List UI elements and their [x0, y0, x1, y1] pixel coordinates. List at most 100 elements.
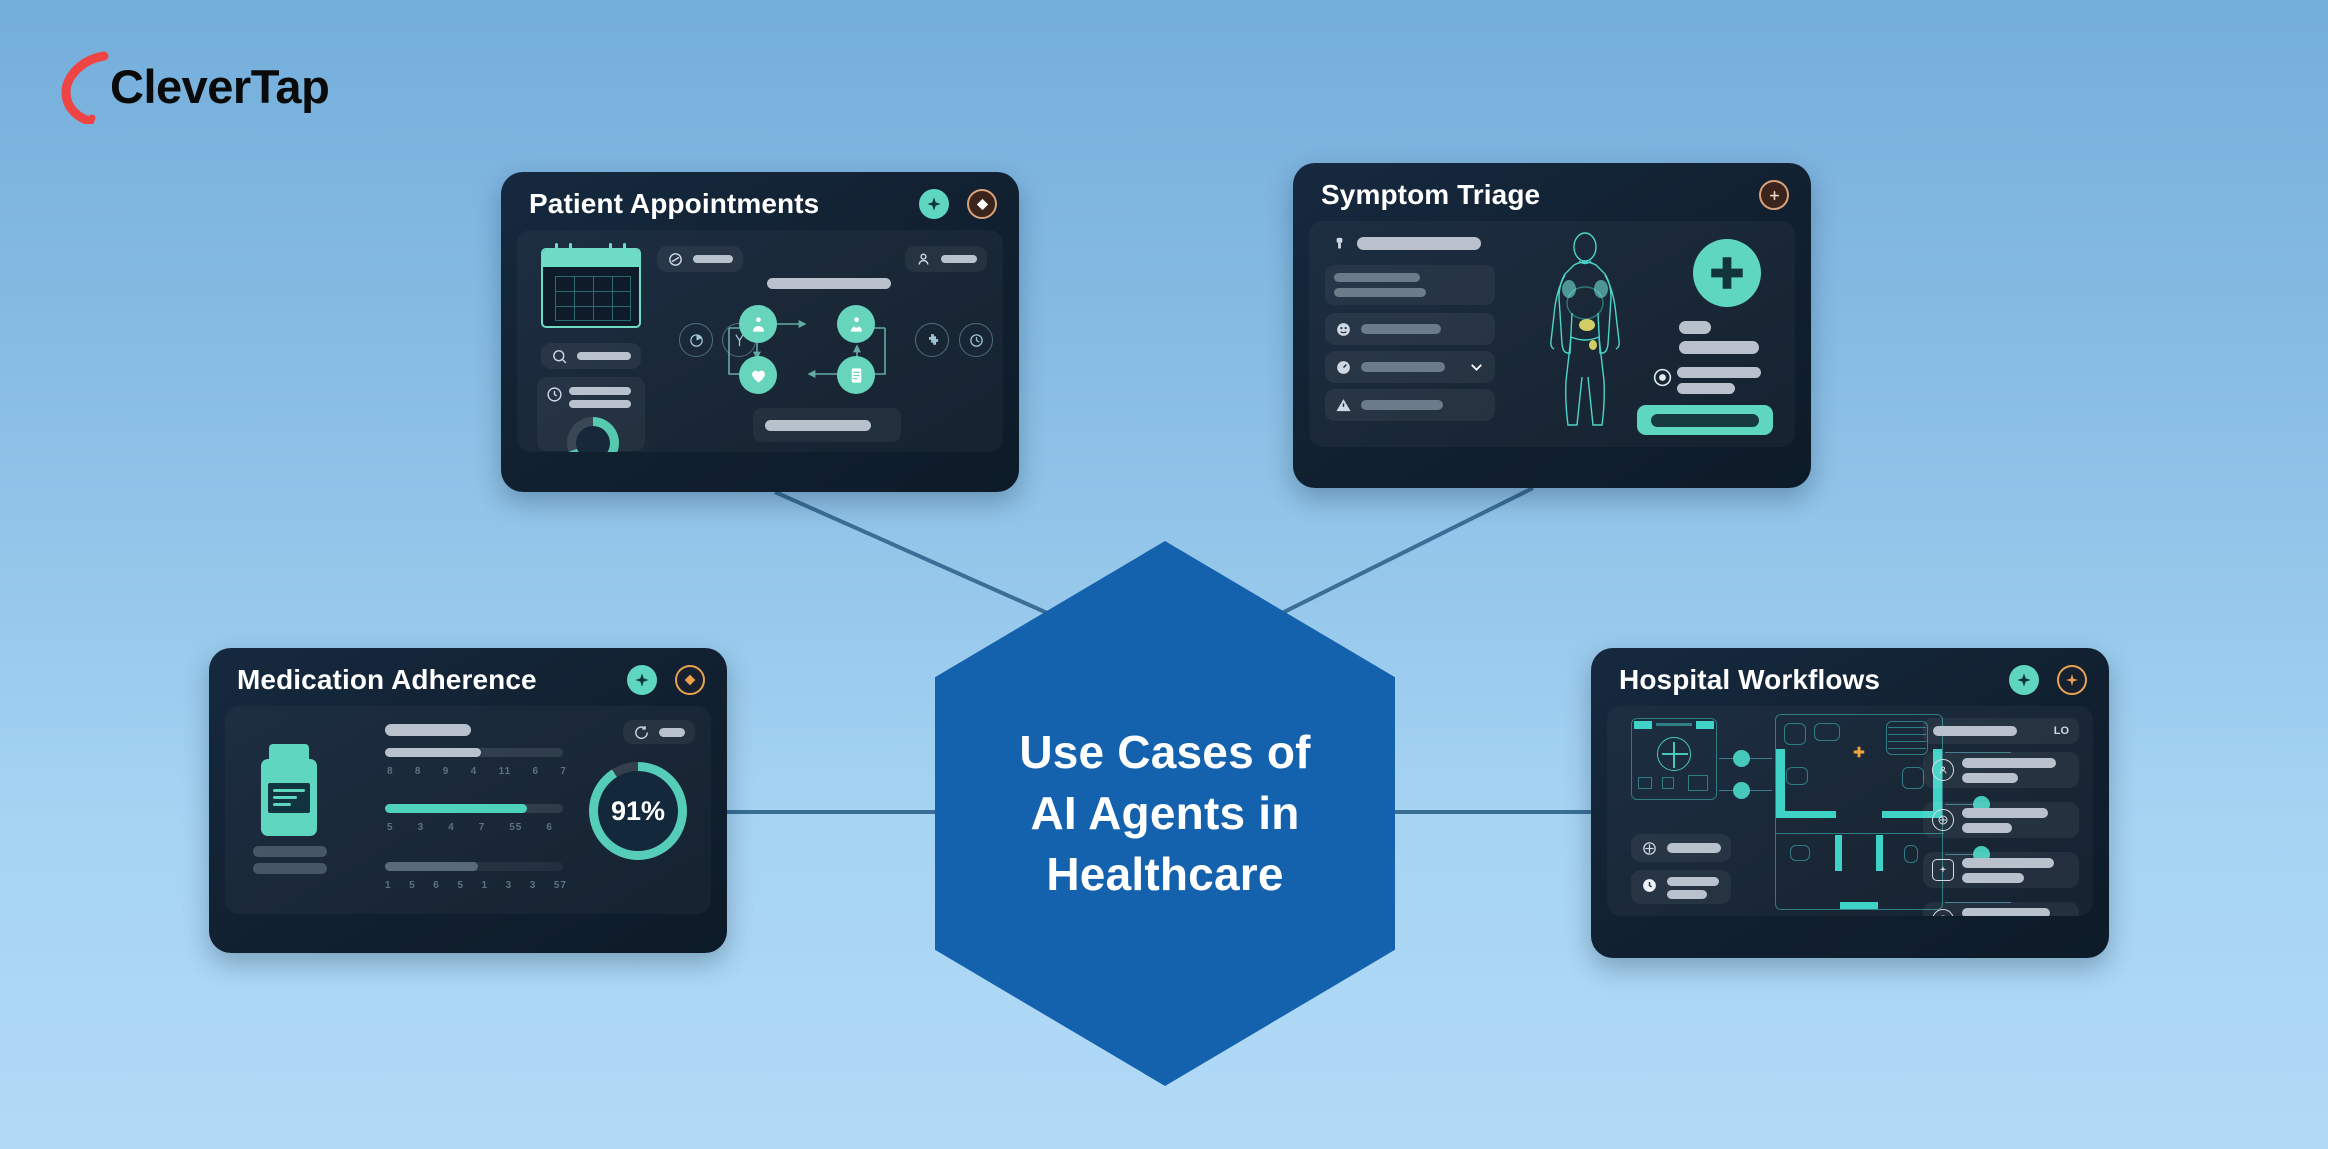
bottle-caption-1	[253, 846, 327, 857]
workflow-row-transport[interactable]	[1923, 802, 2079, 838]
alert-row[interactable]	[1325, 389, 1495, 421]
diamond-badge-icon[interactable]	[675, 665, 705, 695]
center-title-line-3: Healthcare	[1046, 847, 1284, 900]
plus-badge-orange-icon[interactable]	[2057, 665, 2087, 695]
footer-panel	[753, 408, 901, 442]
connector-triage	[1267, 486, 1534, 622]
workflow-row-sterile[interactable]	[1923, 902, 2079, 916]
clevertap-wordmark: CleverTap	[110, 59, 330, 113]
diamond-badge-icon[interactable]	[967, 189, 997, 219]
calendar-icon	[541, 243, 641, 328]
detail-bar-2	[1677, 383, 1735, 394]
title-skeleton	[385, 724, 471, 736]
workflow-diagram	[717, 296, 897, 406]
filter-chip[interactable]	[657, 246, 743, 272]
detail-bar-1	[1677, 367, 1761, 378]
gauge-icon	[1335, 359, 1352, 376]
card-title: Hospital Workflows	[1619, 664, 1881, 695]
workflow-row-imaging[interactable]	[1923, 852, 2079, 888]
human-body-figure	[1527, 227, 1643, 443]
card-title: Patient Appointments	[529, 188, 820, 219]
user-icon	[915, 251, 932, 268]
crosshair-icon	[1657, 737, 1691, 771]
medicine-bottle-icon	[261, 744, 317, 836]
card-header: Hospital Workflows	[1591, 648, 2109, 706]
metric-panel	[537, 377, 645, 452]
dose-track-2[interactable]	[385, 804, 563, 813]
search-chip[interactable]	[541, 343, 641, 369]
vitals-monitor-panel	[1631, 718, 1717, 800]
flow-node-1[interactable]	[1733, 750, 1750, 767]
clock-icon	[1641, 877, 1658, 894]
hospital-floor-plan	[1775, 714, 1944, 910]
primary-action-bar[interactable]	[1637, 405, 1773, 435]
card-title: Medication Adherence	[237, 664, 537, 695]
thermometer-icon	[1331, 235, 1348, 252]
center-title-line-2: AI Agents in	[1030, 787, 1300, 840]
target-icon	[1652, 367, 1673, 388]
records-node[interactable]	[837, 356, 875, 394]
center-title: Use Cases of AI Agents in Healthcare	[993, 722, 1336, 904]
medical-cross-icon	[1693, 239, 1761, 307]
pie-chart-icon[interactable]	[679, 323, 713, 357]
card-hospital-workflows[interactable]: Hospital Workflows	[1591, 648, 2109, 958]
card-body	[517, 230, 1003, 452]
doctor-node[interactable]	[837, 305, 875, 343]
header-icon-group	[1759, 180, 1789, 210]
connector-appointments	[774, 490, 1064, 622]
card-symptom-triage[interactable]: Symptom Triage	[1293, 163, 1811, 488]
clock-status-chip[interactable]	[1631, 870, 1731, 904]
header-skeleton-bar	[767, 278, 891, 289]
patient-marker-icon	[1852, 745, 1866, 759]
card-patient-appointments[interactable]: Patient Appointments	[501, 172, 1019, 492]
sparkle-icon[interactable]	[627, 665, 657, 695]
branch-icon[interactable]	[722, 323, 756, 357]
plus-badge-icon[interactable]	[1759, 180, 1789, 210]
temperature-row[interactable]	[1331, 235, 1481, 252]
header-icon-group	[2009, 665, 2087, 695]
bed-status-chip[interactable]	[1631, 834, 1731, 862]
chevron-down-icon[interactable]	[1468, 359, 1485, 376]
puzzle-icon[interactable]	[915, 323, 949, 357]
workflow-row-staffing[interactable]	[1923, 752, 2079, 788]
user-chip[interactable]	[905, 246, 987, 272]
status-summary-row[interactable]: LO	[1923, 718, 2079, 744]
progress-donut	[567, 417, 619, 452]
bed-icon	[1641, 840, 1658, 857]
heart-node[interactable]	[739, 356, 777, 394]
card-header: Symptom Triage	[1293, 163, 1811, 221]
bottle-caption-2	[253, 863, 327, 874]
card-header: Medication Adherence	[209, 648, 727, 706]
hexagon-shape: Use Cases of AI Agents in Healthcare	[935, 541, 1395, 1086]
card-header: Patient Appointments	[501, 172, 1019, 230]
mood-row[interactable]	[1325, 313, 1495, 345]
sparkle-icon[interactable]	[2009, 665, 2039, 695]
sparkle-icon[interactable]	[919, 189, 949, 219]
header-icon-group	[627, 665, 705, 695]
adherence-value: 91%	[610, 795, 666, 826]
search-icon	[551, 348, 568, 365]
card-medication-adherence[interactable]: Medication Adherence	[209, 648, 727, 953]
card-title: Symptom Triage	[1321, 179, 1541, 210]
people-icon	[1932, 759, 1954, 781]
refresh-chip[interactable]	[623, 720, 695, 744]
clevertap-arc-icon	[60, 48, 116, 124]
dose-track-1[interactable]	[385, 748, 563, 757]
dose-track-3[interactable]	[385, 862, 563, 871]
clock-dial-icon[interactable]	[959, 323, 993, 357]
severity-row[interactable]	[1325, 351, 1495, 383]
header-icon-group	[919, 189, 997, 219]
center-hexagon: Use Cases of AI Agents in Healthcare	[935, 541, 1395, 1086]
info-bar-long	[1679, 341, 1759, 354]
card-body	[1309, 221, 1795, 447]
face-icon	[1335, 321, 1352, 338]
sterile-icon	[1932, 909, 1954, 916]
notes-row[interactable]	[1325, 265, 1495, 305]
clock-icon	[546, 386, 563, 403]
flow-node-2[interactable]	[1733, 782, 1750, 799]
center-title-line-1: Use Cases of	[1019, 726, 1311, 779]
